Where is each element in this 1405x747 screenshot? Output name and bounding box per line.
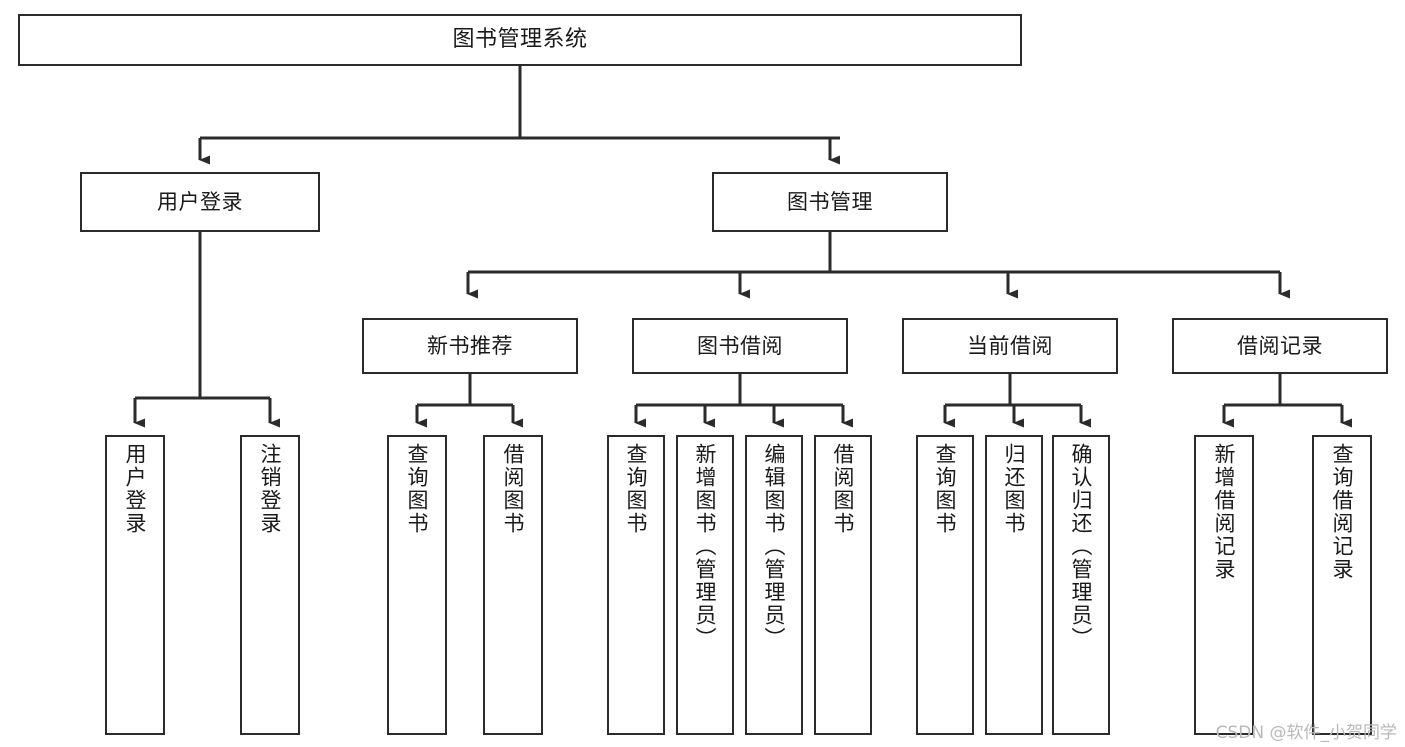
node-label: 图书管理系统	[452, 27, 588, 53]
node-leaf-query-book-newbook[interactable]: 查询图书	[387, 435, 447, 735]
node-label: 编辑图书（管理员）	[762, 443, 787, 650]
node-label: 查询图书	[933, 443, 958, 535]
node-root-book-management-system[interactable]: 图书管理系统	[18, 14, 1022, 66]
node-leaf-query-book-current[interactable]: 查询图书	[916, 435, 974, 735]
node-leaf-add-book-admin[interactable]: 新增图书（管理员）	[676, 435, 734, 735]
node-label: 用户登录	[123, 443, 148, 535]
node-label: 查询图书	[624, 443, 649, 535]
node-leaf-return-book[interactable]: 归还图书	[985, 435, 1043, 735]
node-book-borrow[interactable]: 图书借阅	[632, 318, 848, 374]
node-label: 借阅记录	[1237, 333, 1323, 358]
node-label: 确认归还（管理员）	[1069, 443, 1094, 650]
node-leaf-user-login[interactable]: 用户登录	[105, 435, 165, 735]
node-leaf-borrow-book-newbook[interactable]: 借阅图书	[483, 435, 543, 735]
watermark: CSDN @软件_小贺同学	[1215, 723, 1397, 743]
node-label: 当前借阅	[967, 333, 1053, 358]
node-label: 借阅图书	[501, 443, 526, 535]
node-label: 归还图书	[1002, 443, 1027, 535]
node-borrow-record[interactable]: 借阅记录	[1172, 318, 1388, 374]
node-label: 图书管理	[787, 189, 873, 214]
node-label: 新增图书（管理员）	[693, 443, 718, 650]
node-leaf-edit-book-admin[interactable]: 编辑图书（管理员）	[745, 435, 803, 735]
node-user-login[interactable]: 用户登录	[80, 172, 320, 232]
node-label: 用户登录	[157, 189, 243, 214]
node-leaf-query-borrow-record[interactable]: 查询借阅记录	[1312, 435, 1372, 735]
node-leaf-add-borrow-record[interactable]: 新增借阅记录	[1194, 435, 1254, 735]
node-label: 查询借阅记录	[1330, 443, 1355, 581]
node-leaf-logout[interactable]: 注销登录	[240, 435, 300, 735]
node-leaf-confirm-return-admin[interactable]: 确认归还（管理员）	[1052, 435, 1110, 735]
node-label: 新增借阅记录	[1212, 443, 1237, 581]
node-label: 借阅图书	[831, 443, 856, 535]
node-label: 注销登录	[258, 443, 283, 535]
node-leaf-query-book-borrow[interactable]: 查询图书	[607, 435, 665, 735]
node-label: 新书推荐	[427, 333, 513, 358]
node-current-borrow[interactable]: 当前借阅	[902, 318, 1118, 374]
node-book-management[interactable]: 图书管理	[712, 172, 948, 232]
node-leaf-borrow-book[interactable]: 借阅图书	[814, 435, 872, 735]
node-label: 查询图书	[405, 443, 430, 535]
node-new-book-recommend[interactable]: 新书推荐	[362, 318, 578, 374]
node-label: 图书借阅	[697, 333, 783, 358]
